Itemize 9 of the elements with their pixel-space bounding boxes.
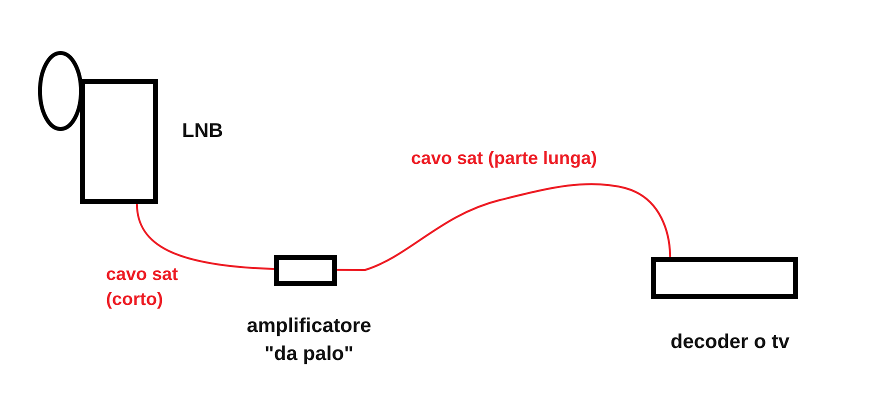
ellipse-outline — [38, 51, 83, 131]
amplifier-box — [274, 255, 337, 286]
cable-line — [337, 183, 672, 271]
device-label: amplificatore "da palo" — [246, 314, 372, 367]
cable-line — [136, 204, 274, 270]
device-label: LNB — [182, 119, 224, 144]
lnb-box — [80, 79, 158, 204]
decoder-box — [651, 257, 798, 299]
device-label: decoder o tv — [670, 330, 790, 355]
